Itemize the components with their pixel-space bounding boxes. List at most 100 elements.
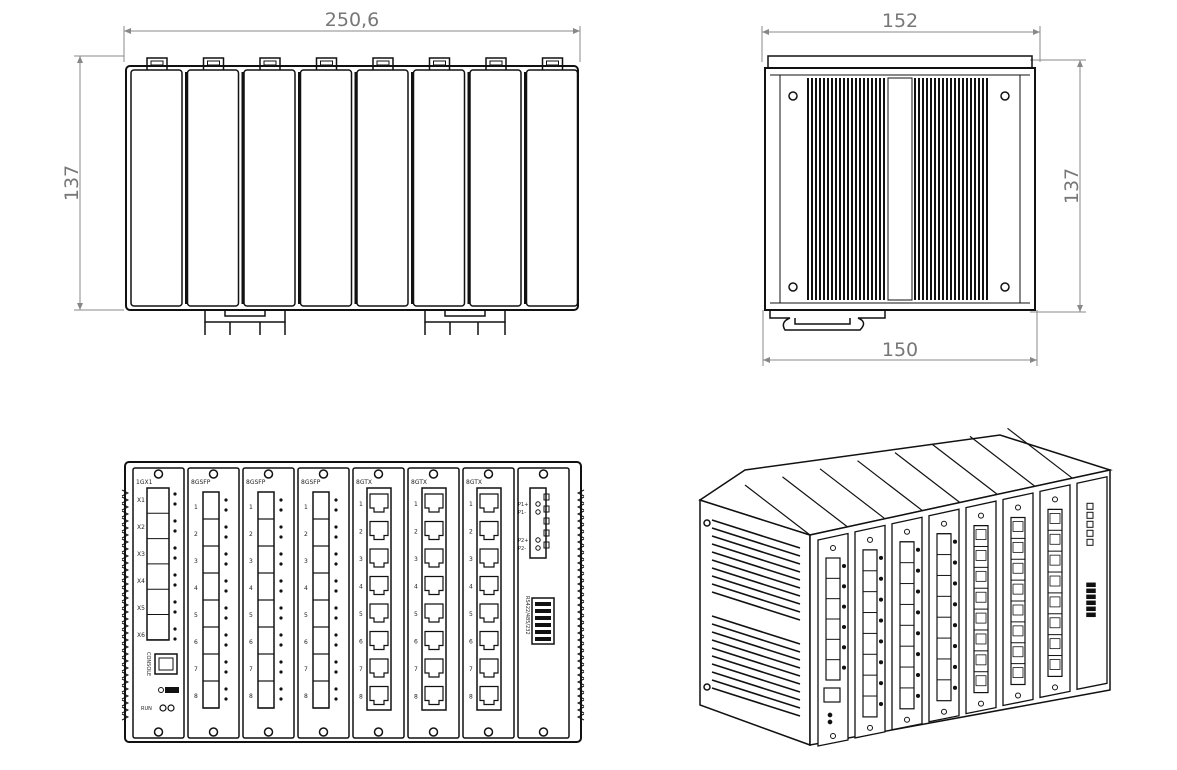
iso-led: [878, 701, 884, 707]
port-label: 6: [414, 639, 418, 646]
port-label: 6: [304, 639, 308, 646]
led-icon: [224, 562, 228, 566]
ridge: [121, 594, 130, 602]
port-label: 5: [469, 611, 473, 618]
iso-led: [915, 673, 921, 678]
iso-led: [952, 623, 958, 628]
port-label: 2: [194, 531, 198, 538]
ridge: [576, 643, 585, 651]
ridge: [576, 608, 585, 616]
module-8: P1+P1-P2+P2-RS422/485/232: [517, 467, 570, 739]
side-height-label: 137: [1061, 168, 1083, 204]
iso-top-seam: [819, 468, 886, 520]
panel-frame: [124, 461, 582, 743]
iso-fin: [711, 575, 801, 605]
iso-screw-icon: [941, 708, 947, 715]
module-latch: [485, 57, 507, 70]
ridge: [576, 552, 585, 560]
iso-rj45: [1049, 533, 1061, 545]
iso-screw-icon: [904, 716, 910, 723]
port-label: 1: [194, 504, 198, 511]
iso-screw-icon: [978, 512, 984, 519]
power-terminal: [529, 487, 547, 559]
iso-terminal: [1086, 538, 1094, 546]
iso-fin: [711, 567, 801, 597]
port-label: 2: [469, 529, 473, 536]
port-label: 7: [249, 666, 253, 673]
side-height-dimension: 137: [1030, 59, 1086, 313]
port-label: 7: [469, 666, 473, 673]
port-label: 3: [359, 556, 363, 563]
console-port: [154, 653, 178, 675]
module-header: 8GSFP: [301, 479, 321, 486]
ridge: [121, 636, 130, 644]
port-label: 4: [249, 585, 253, 592]
terminal-tab: [543, 517, 550, 525]
iso-fin: [711, 551, 801, 581]
terminal-icon: [535, 537, 541, 543]
terminal-icon: [535, 509, 541, 515]
height-label: 137: [61, 165, 83, 201]
iso-screw-icon: [867, 536, 873, 543]
port-label: 5: [414, 611, 418, 618]
screw-icon: [318, 469, 329, 479]
led-icon: [334, 508, 338, 512]
led-icon: [334, 660, 338, 664]
run-led-icon: [167, 704, 175, 712]
iso-serial-pin: [1086, 600, 1096, 606]
ridge: [121, 706, 130, 714]
led-icon: [224, 670, 228, 674]
rj45-port: [369, 520, 389, 541]
led-icon: [173, 519, 177, 523]
port-label: 4: [469, 584, 473, 591]
module-slab: [356, 69, 409, 307]
iso-led: [841, 604, 847, 609]
serial-pin: [535, 616, 551, 620]
ridge: [121, 657, 130, 665]
iso-terminal: [1086, 502, 1094, 510]
ridge: [576, 650, 585, 658]
rj45-port: [369, 575, 389, 596]
screw-icon: [483, 469, 494, 479]
ridge: [576, 664, 585, 672]
iso-screw-icon: [978, 700, 984, 707]
led-icon: [279, 535, 283, 539]
width-label: 250,6: [325, 9, 379, 31]
latch-slot: [376, 60, 390, 66]
port-label: 5: [194, 612, 198, 619]
serial-pin: [535, 623, 551, 627]
port-label: 2: [359, 529, 363, 536]
terminal-tab: [543, 529, 550, 537]
led-icon: [334, 687, 338, 691]
ridge: [121, 531, 130, 539]
ridge: [576, 517, 585, 525]
ridge: [576, 622, 585, 630]
led-icon: [334, 697, 338, 701]
led-icon: [224, 508, 228, 512]
serial-pin: [535, 637, 551, 641]
iso-serial-pin: [1086, 582, 1096, 588]
ridge: [121, 496, 130, 504]
iso-fin: [711, 663, 801, 693]
serial-pin: [535, 609, 551, 613]
serial-pin: [535, 602, 551, 606]
side-elevation-view: 152 137 150: [761, 10, 1086, 366]
iso-screw-icon: [941, 520, 947, 527]
ridge: [121, 678, 130, 686]
screw-icon: [373, 469, 384, 479]
led-icon: [334, 535, 338, 539]
ridge: [576, 636, 585, 644]
rj45-port: [369, 658, 389, 678]
screw-icon: [538, 469, 549, 479]
iso-fin: [711, 679, 801, 709]
port-label: 8: [304, 693, 308, 700]
port-label: 1: [249, 504, 253, 511]
port-label: 3: [469, 556, 473, 563]
ridge: [121, 503, 130, 511]
console-label: CONSOLE: [145, 652, 151, 676]
iso-screw-icon: [867, 724, 873, 731]
module-latch: [315, 57, 338, 70]
